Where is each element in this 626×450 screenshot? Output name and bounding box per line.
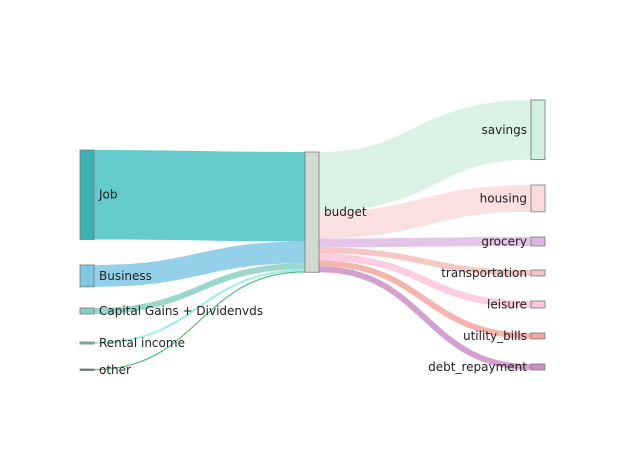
link-budget-to-leisure (318, 253, 532, 308)
sankey-links (93, 100, 532, 371)
node-label-business: Business (99, 269, 152, 283)
node-label-housing: housing (480, 191, 527, 205)
link-budget-to-debt-repayment (318, 266, 532, 370)
node-label-grocery: grocery (481, 234, 527, 248)
link-budget-to-grocery (318, 236, 532, 248)
node-label-capgains: Capital Gains + Dividenvds (99, 304, 263, 318)
node-transportation (530, 269, 546, 277)
node-label-rental: Rental income (99, 336, 185, 350)
link-budget-to-utility-bills (318, 260, 532, 339)
node-rental (79, 341, 95, 345)
node-utility-bills (530, 332, 546, 340)
node-label-job: Job (98, 188, 118, 202)
node-business (79, 264, 95, 288)
node-label-savings: savings (481, 123, 527, 137)
link-business-to-budget (93, 241, 306, 287)
node-savings (530, 99, 546, 161)
node-label-utility-bills: utility_bills (463, 329, 527, 343)
node-label-debt-repayment: debt_repayment (428, 360, 527, 374)
node-label-transportation: transportation (441, 266, 527, 280)
link-capgains-to-budget (93, 263, 306, 314)
node-job (79, 149, 95, 240)
node-label-other: other (99, 363, 131, 377)
node-capgains (79, 307, 95, 315)
node-housing (530, 184, 546, 213)
sankey-nodes (79, 99, 546, 371)
node-label-leisure: leisure (487, 297, 527, 311)
node-grocery (530, 236, 546, 247)
link-rental-to-budget (93, 269, 306, 344)
link-budget-to-transportation (318, 247, 532, 276)
node-label-budget: budget (324, 205, 367, 219)
link-other-to-budget (93, 271, 306, 371)
link-budget-to-savings (318, 100, 532, 212)
link-job-to-budget (93, 150, 306, 242)
node-other (79, 368, 95, 371)
link-budget-to-housing (318, 184, 532, 239)
node-leisure (530, 300, 546, 309)
node-debt-repayment (530, 363, 546, 371)
node-budget (304, 151, 320, 273)
